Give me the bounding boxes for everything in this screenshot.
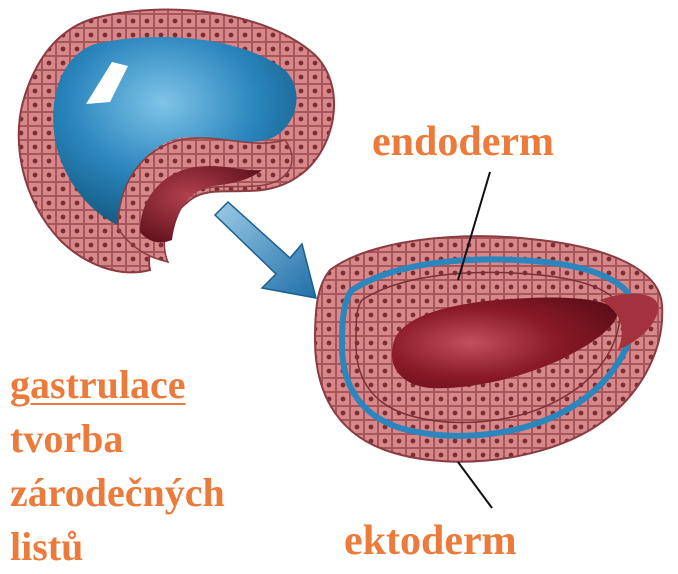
caption-title: gastrulace: [10, 358, 225, 412]
invaginating-embryo: [19, 10, 334, 273]
transition-arrow: [215, 202, 316, 298]
ektoderm-pointer: [458, 462, 492, 508]
caption-line-1: tvorba: [10, 412, 225, 466]
caption-line-2: zárodečných: [10, 466, 225, 520]
gastrula-embryo: [315, 236, 662, 461]
ektoderm-label: ektoderm: [344, 520, 517, 562]
caption: gastrulace tvorba zárodečných listů: [10, 358, 225, 574]
endoderm-label: endoderm: [372, 121, 554, 163]
caption-line-3: listů: [10, 520, 225, 574]
